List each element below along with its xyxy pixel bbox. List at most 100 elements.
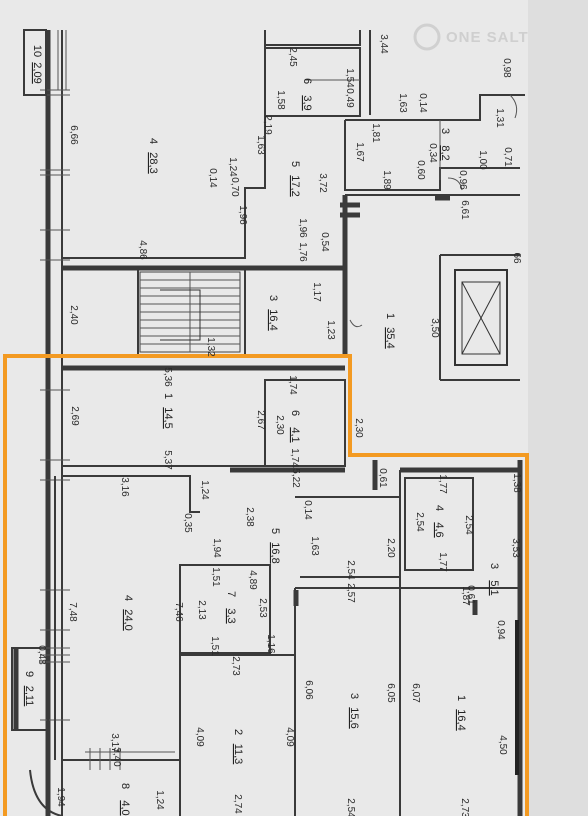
- room-area: 4,1: [289, 427, 301, 442]
- watermark-logo-icon: [413, 23, 441, 51]
- paper-edge: [528, 0, 588, 816]
- dimension-label: 4,09: [194, 727, 205, 747]
- room-number: 6: [301, 78, 313, 84]
- dimension-label: 0,60: [415, 160, 426, 180]
- dimension-label: 7,48: [67, 602, 78, 622]
- dimension-label: 4,09: [284, 727, 295, 747]
- dimension-label: 0,61: [377, 468, 388, 488]
- dimension-label: 0,54: [319, 232, 330, 252]
- room-number: 3: [488, 563, 500, 569]
- room-number: 7: [225, 591, 237, 597]
- room-number: 3: [348, 693, 360, 699]
- dimension-label: 1,31: [494, 108, 505, 128]
- room-number: 3: [439, 128, 451, 134]
- dimension-label: 1,96: [297, 218, 308, 238]
- watermark: ONE SALT: [413, 23, 528, 51]
- room-number: 5: [269, 528, 281, 534]
- dimension-label: 2,54: [463, 515, 474, 535]
- room-number: 4: [122, 595, 134, 601]
- dimension-label: 1,89: [381, 170, 392, 190]
- room-label-r-top-1: 135,4: [384, 313, 396, 349]
- dimension-label: 1,94: [211, 538, 222, 558]
- dimension-label: 2,45: [287, 47, 298, 67]
- dimension-label: 0,96: [457, 170, 468, 190]
- dimension-label: 5,37: [162, 450, 173, 470]
- dimension-label: 1,51: [209, 636, 220, 656]
- dimension-label: 3,17: [109, 733, 120, 753]
- dimension-label: 3,53: [510, 538, 521, 558]
- dimension-label: 1,74: [287, 375, 298, 395]
- room-label-r-top-5: 517,2: [289, 161, 301, 197]
- room-number: 4: [433, 505, 445, 511]
- dimension-label: 4,50: [497, 735, 508, 755]
- dimension-label: 6,07: [410, 683, 421, 703]
- room-area: 17,2: [289, 175, 301, 196]
- dimension-label: 1,76: [297, 242, 308, 262]
- dimension-label: 7,46: [173, 602, 184, 622]
- room-area: 4,0: [119, 800, 131, 815]
- room-area: 3,3: [225, 608, 237, 623]
- room-label-r-a-1: 114,5: [162, 393, 174, 429]
- room-number: 6: [289, 410, 301, 416]
- dimension-label: 1,77: [437, 474, 448, 494]
- dimension-label: 4,89: [247, 570, 258, 590]
- dimension-label: 0,71: [502, 147, 513, 167]
- room-area: 28,3: [147, 152, 159, 173]
- room-label-r-a-9: 92,11: [23, 671, 35, 706]
- room-label-r-a-3b: 35,1: [488, 563, 500, 596]
- dimension-label: 1,63: [397, 93, 408, 113]
- dimension-label: 2,30: [353, 418, 364, 438]
- room-label-r-top-4: 428,3: [147, 138, 159, 174]
- dimension-label: 2,54: [345, 560, 356, 580]
- room-label-r-a-1b: 116,4: [455, 695, 467, 731]
- staircase: [139, 271, 241, 353]
- room-label-r-top-3: 316,4: [267, 295, 279, 331]
- dimension-label: 0,14: [207, 168, 218, 188]
- room-area: 5,1: [488, 580, 500, 595]
- dimension-label: 2,19: [262, 115, 273, 135]
- dimension-label: 6,61: [459, 200, 470, 220]
- dimension-label: 1,16: [265, 634, 276, 654]
- dimension-label: 3,50: [429, 318, 440, 338]
- dimension-label: 1,63: [255, 135, 266, 155]
- dimension-label: 0,34: [427, 143, 438, 163]
- dimension-label: 1,67: [354, 142, 365, 162]
- dimension-label: 1,81: [370, 123, 381, 143]
- balcony-10-outline: [23, 29, 67, 96]
- room-label-r-a-4: 424,0: [122, 595, 134, 631]
- dimension-label: 1,94: [55, 787, 66, 807]
- dimension-label: 0,48: [36, 645, 47, 665]
- dimension-label: 2,74: [232, 794, 243, 814]
- door-swings: [349, 94, 518, 328]
- dimension-label: 1,38: [511, 473, 522, 493]
- room-number: 1: [455, 695, 467, 701]
- room-number: 4: [147, 138, 159, 144]
- room-label-r-a-2: 211,3: [232, 729, 244, 764]
- dimension-label: 0,14: [417, 93, 428, 113]
- room-number: 1: [162, 393, 174, 399]
- room-area: 14,5: [162, 407, 174, 428]
- room-label-r-a-6: 64,1: [289, 410, 301, 443]
- room-area: 16,8: [269, 542, 281, 563]
- dimension-label: 0,98: [501, 58, 512, 78]
- dimension-label: 66: [511, 252, 522, 264]
- dimension-label: 1,96: [237, 205, 248, 225]
- dimension-label: 2,40: [68, 305, 79, 325]
- dimension-label: 1,17: [311, 282, 322, 302]
- room-area: 2,09: [31, 62, 43, 83]
- room-area: 3,9: [301, 95, 313, 110]
- room-area: 15,6: [348, 707, 360, 728]
- dimension-label: 1,24: [154, 790, 165, 810]
- dimension-label: 1,63: [309, 536, 320, 556]
- dimension-label: 1,74: [289, 448, 300, 468]
- dimension-label: 2,53: [257, 598, 268, 618]
- dimension-label: 1,24: [227, 157, 238, 177]
- room-area: 24,0: [122, 609, 134, 630]
- dimension-label: 2,54: [345, 798, 356, 816]
- dimension-label: 2,54: [414, 512, 425, 532]
- dimension-label: 3,72: [317, 173, 328, 193]
- dimension-label: 0,94: [495, 620, 506, 640]
- dimension-label: 1,51: [210, 567, 221, 587]
